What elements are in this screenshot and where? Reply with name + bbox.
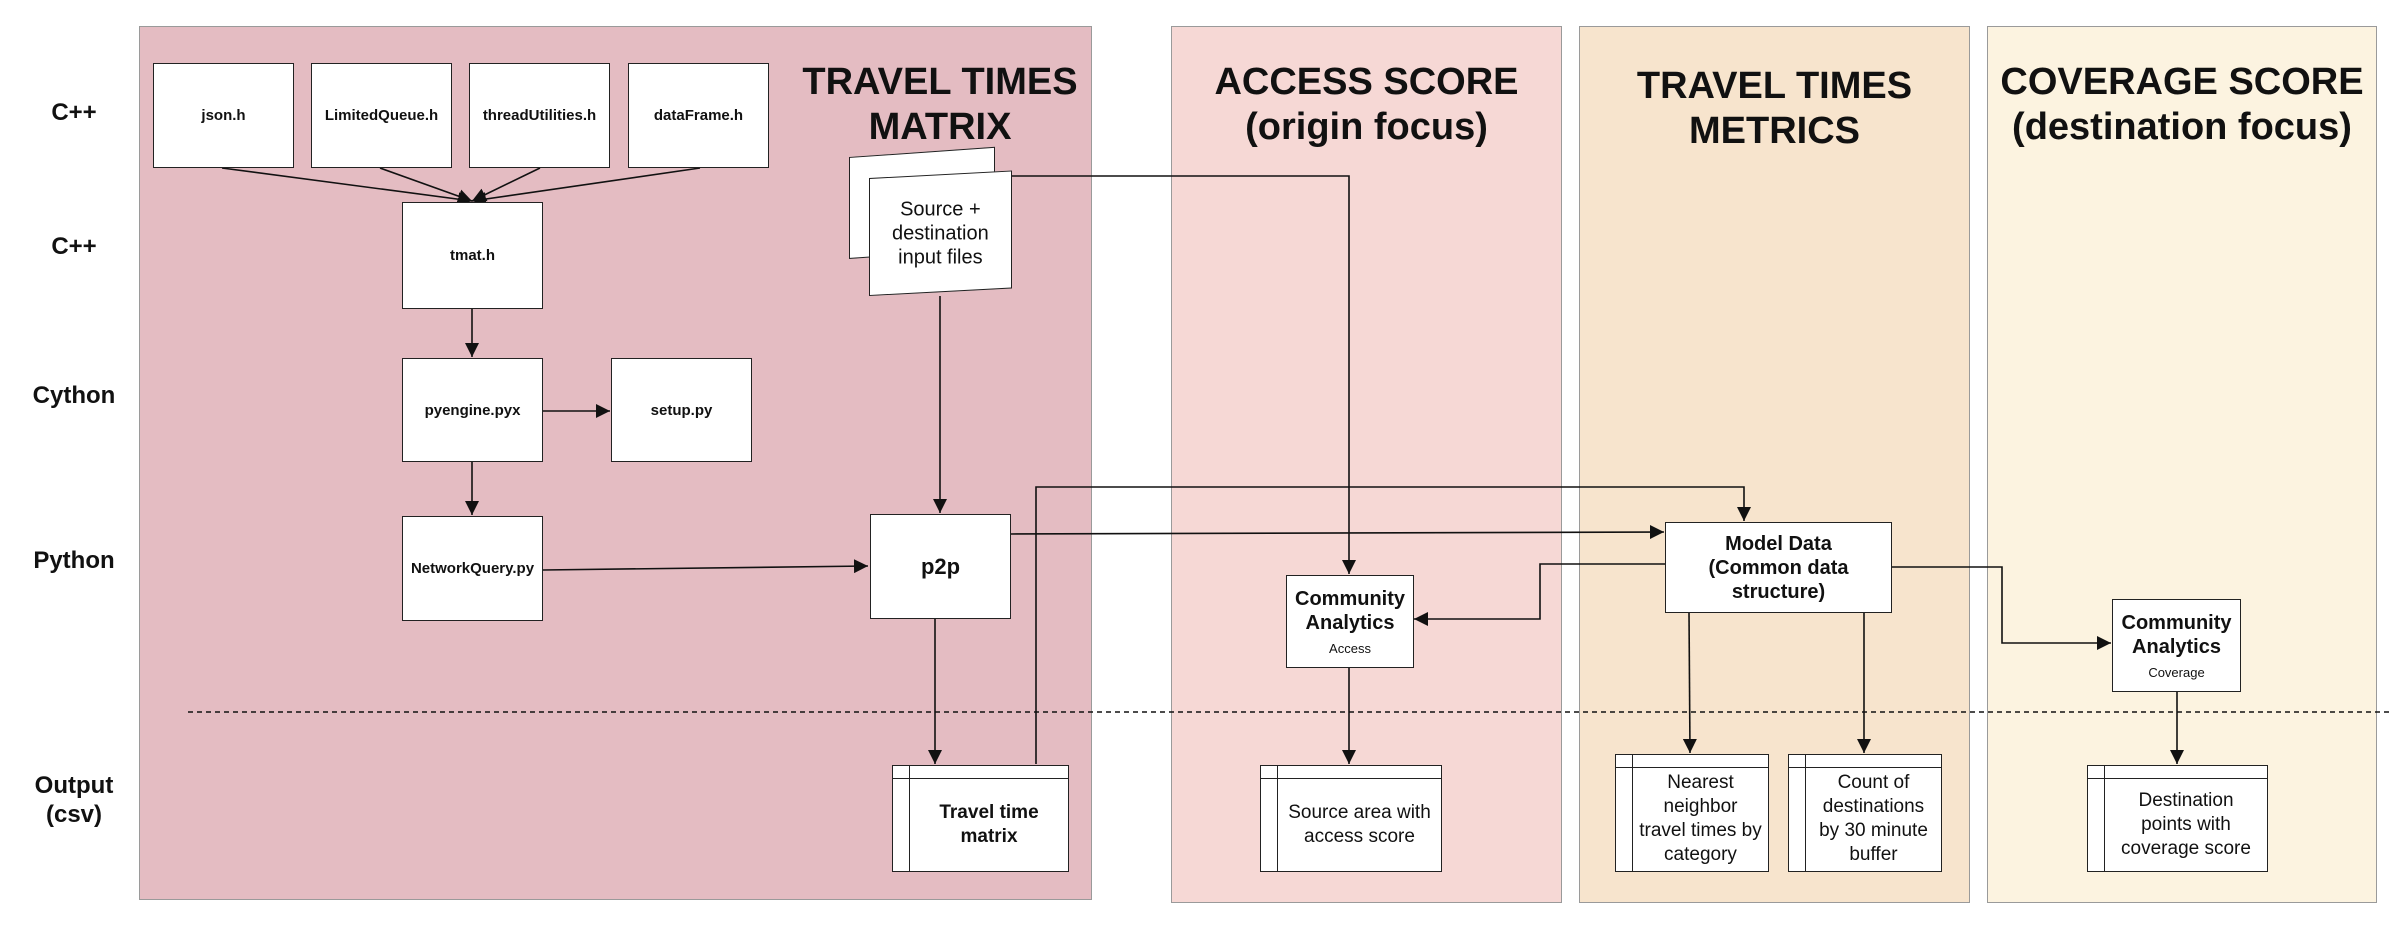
node-dataframe-h: dataFrame.h — [628, 63, 769, 168]
output-destination-points-coverage: Destination points with coverage score — [2087, 765, 2268, 872]
node-pyengine-pyx: pyengine.pyx — [402, 358, 543, 462]
row-label-cpp-headers: C++ — [51, 99, 97, 126]
output-table-header — [1261, 766, 1441, 779]
output-table-column — [909, 766, 910, 871]
node-community-analytics-access: Community Analytics Access — [1286, 575, 1414, 668]
panel-access-score — [1171, 26, 1562, 903]
output-table-header — [1789, 755, 1941, 768]
panel-title-coverage-score: COVERAGE SCORE (destination focus) — [2000, 61, 2364, 148]
output-table-header — [1616, 755, 1768, 768]
node-p2p: p2p — [870, 514, 1011, 619]
output-label: Destination points with coverage score — [2121, 789, 2251, 859]
edge-model-data-to-access — [1414, 563, 1665, 626]
output-table-column — [1632, 755, 1633, 871]
output-table-column — [1277, 766, 1278, 871]
edge-travel-time-matrix-to-model-data — [1035, 486, 1751, 764]
output-count-destinations: Count of destinations by 30 minute buffe… — [1788, 754, 1942, 872]
output-table-header — [893, 766, 1068, 779]
row-label-python: Python — [33, 547, 115, 574]
edge-source-files-to-access — [1012, 175, 1356, 574]
output-nearest-neighbor: Nearest neighbor travel times by categor… — [1615, 754, 1769, 872]
node-threadutilities-h: threadUtilities.h — [469, 63, 610, 168]
edge-p2p-to-model-data — [1010, 525, 1665, 540]
node-limitedqueue-h: LimitedQueue.h — [311, 63, 452, 168]
panel-title-access-score: ACCESS SCORE (origin focus) — [1214, 61, 1519, 148]
output-label: Count of destinations by 30 minute buffe… — [1819, 772, 1928, 865]
node-model-data: Model Data (Common data structure) — [1665, 522, 1892, 613]
edge-model-data-to-coverage — [1891, 566, 2111, 650]
node-json-h: json.h — [153, 63, 294, 168]
edge-networkquery-to-p2p — [542, 559, 869, 574]
edge-dataframe-to-tmat — [471, 167, 701, 206]
edge-json-to-tmat — [221, 167, 473, 207]
output-table-column — [1805, 755, 1806, 871]
node-setup-py: setup.py — [611, 358, 752, 462]
node-source-destination-files: Source + destination input files — [869, 170, 1012, 296]
row-label-cpp-tmat: C++ — [51, 233, 97, 260]
node-community-analytics-coverage: Community Analytics Coverage — [2112, 599, 2241, 692]
output-label: Nearest neighbor travel times by categor… — [1639, 772, 1762, 865]
node-networkquery-py: NetworkQuery.py — [402, 516, 543, 621]
edge-model-data-to-nearest-neighbor — [1682, 611, 1697, 754]
output-table-header — [2088, 766, 2267, 779]
output-table-column — [2104, 766, 2105, 871]
panel-title-travel-times-metrics: TRAVEL TIMES METRICS — [1636, 65, 1913, 152]
row-label-output: Output (csv) — [34, 772, 114, 828]
row-label-cython: Cython — [32, 382, 116, 409]
node-tmat-h: tmat.h — [402, 202, 543, 309]
edge-limitedqueue-to-tmat — [379, 167, 473, 203]
panel-title-travel-times-matrix: TRAVEL TIMES MATRIX — [802, 61, 1078, 148]
